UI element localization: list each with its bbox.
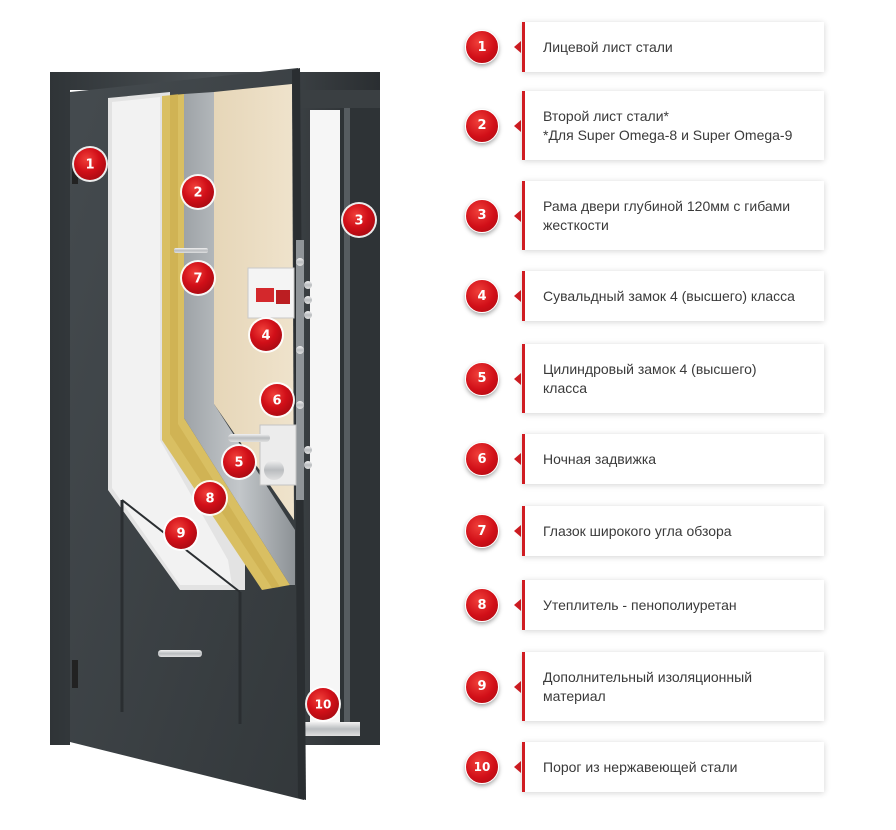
legend-card: Порог из нержавеющей стали <box>522 742 824 792</box>
pointer-arrow-icon <box>514 761 521 773</box>
pointer-arrow-icon <box>514 372 521 385</box>
lower-handle <box>158 650 202 657</box>
legend-item-4: 4 Сувальдный замок 4 (высшего) класса <box>462 271 824 321</box>
legend-number-badge: 4 <box>465 279 499 313</box>
legend-item-6: 6 Ночная задвижка <box>462 434 824 484</box>
door-illustration: 1 2 3 4 5 6 7 8 9 10 <box>50 68 380 800</box>
callout-badges: 1 2 3 4 5 6 7 8 9 10 <box>72 146 377 722</box>
callout-number: 3 <box>354 214 363 229</box>
legend-item-9: 9 Дополнительный изоляционный материал <box>462 652 824 721</box>
legend: 1 Лицевой лист стали 2 Второй лист стали* *Д… <box>462 0 882 830</box>
legend-text: Утеплитель - пенополиуретан <box>543 596 737 613</box>
pointer-arrow-icon <box>514 680 521 693</box>
legend-item-10: 10 Порог из нержавеющей стали <box>462 742 824 792</box>
legend-text: Второй лист стали* <box>543 107 669 124</box>
door-handle <box>228 434 270 442</box>
hinge-bottom <box>72 660 78 688</box>
legend-text: *Для Super Omega-8 и Super Omega-9 <box>543 126 793 143</box>
legend-item-1: 1 Лицевой лист стали <box>462 22 824 72</box>
callout-number: 5 <box>234 456 243 471</box>
legend-number-badge: 3 <box>465 198 499 233</box>
second-steel-sheet <box>184 92 295 585</box>
legend-text: материал <box>543 687 606 704</box>
diagram-callout-7: 7 <box>180 260 216 296</box>
legend-card: Цилиндровый замок 4 (высшего) класса <box>522 344 824 413</box>
insulation-layer-white <box>112 97 232 585</box>
diagram-callout-9: 9 <box>163 515 199 551</box>
pointer-arrow-icon <box>514 599 521 611</box>
pointer-arrow-icon <box>514 453 521 465</box>
legend-card: Рама двери глубиной 120мм с гибами жестко… <box>522 181 824 250</box>
legend-text: Сувальдный замок 4 (высшего) класса <box>543 287 795 304</box>
peephole <box>174 248 208 253</box>
legend-text: жесткости <box>543 216 609 233</box>
legend-number-badge: 10 <box>465 750 499 784</box>
legend-text: Порог из нержавеющей стали <box>543 758 738 775</box>
pointer-arrow-icon <box>514 119 521 132</box>
legend-number-badge: 9 <box>465 669 499 704</box>
pointer-arrow-icon <box>514 290 521 302</box>
legend-text: Цилиндровый замок 4 (высшего) <box>543 360 757 377</box>
legend-item-7: 7 Глазок широкого угла обзора <box>462 506 824 556</box>
legend-card: Дополнительный изоляционный материал <box>522 652 824 721</box>
legend-number-badge: 5 <box>465 361 499 396</box>
pointer-arrow-icon <box>514 41 521 53</box>
pointer-arrow-icon <box>514 525 521 537</box>
legend-card: Второй лист стали* *Для Super Omega-8 и S… <box>522 91 824 160</box>
legend-text: класса <box>543 379 588 396</box>
legend-text: Рама двери глубиной 120мм с гибами <box>543 197 791 214</box>
legend-number-badge: 1 <box>465 30 499 64</box>
diagram-callout-3: 3 <box>341 202 377 238</box>
diagram-callout-8: 8 <box>192 480 228 516</box>
callout-number: 9 <box>176 527 185 542</box>
diagram-callout-4: 4 <box>248 317 284 353</box>
diagram-callout-2: 2 <box>180 174 216 210</box>
callout-number: 10 <box>315 698 332 712</box>
lock-strip <box>296 240 304 500</box>
legend-item-2: 2 Второй лист стали* *Для Super Omega-8 и … <box>462 91 824 160</box>
legend-item-5: 5 Цилиндровый замок 4 (высшего) класса <box>462 344 824 413</box>
callout-number: 7 <box>193 272 202 287</box>
legend-item-8: 8 Утеплитель - пенополиуретан <box>462 580 824 630</box>
callout-number: 8 <box>205 492 214 507</box>
legend-text: Лицевой лист стали <box>543 38 673 55</box>
legend-card: Ночная задвижка <box>522 434 824 484</box>
legend-text: Дополнительный изоляционный <box>543 668 753 685</box>
legend-text: Глазок широкого угла обзора <box>543 522 732 539</box>
legend-number-badge: 7 <box>465 514 499 548</box>
legend-card: Утеплитель - пенополиуретан <box>522 580 824 630</box>
legend-item-3: 3 Рама двери глубиной 120мм с гибами жестк… <box>462 181 824 250</box>
callout-number: 6 <box>272 394 281 409</box>
callout-number: 1 <box>85 158 94 173</box>
legend-text: Ночная задвижка <box>543 450 657 467</box>
diagram-callout-5: 5 <box>221 444 257 480</box>
legend-card: Сувальдный замок 4 (высшего) класса <box>522 271 824 321</box>
callout-number: 4 <box>261 329 270 344</box>
diagram-callout-6: 6 <box>259 382 295 418</box>
legend-number-badge: 8 <box>465 588 499 622</box>
diagram-callout-10: 10 <box>305 686 341 722</box>
legend-card: Глазок широкого угла обзора <box>522 506 824 556</box>
diagram-callout-1: 1 <box>72 146 108 182</box>
threshold <box>300 722 360 736</box>
door-opening <box>310 110 340 730</box>
callout-number: 2 <box>193 186 202 201</box>
pointer-arrow-icon <box>514 209 521 222</box>
legend-card: Лицевой лист стали <box>522 22 824 72</box>
legend-number-badge: 2 <box>465 108 499 143</box>
legend-number-badge: 6 <box>465 442 499 476</box>
